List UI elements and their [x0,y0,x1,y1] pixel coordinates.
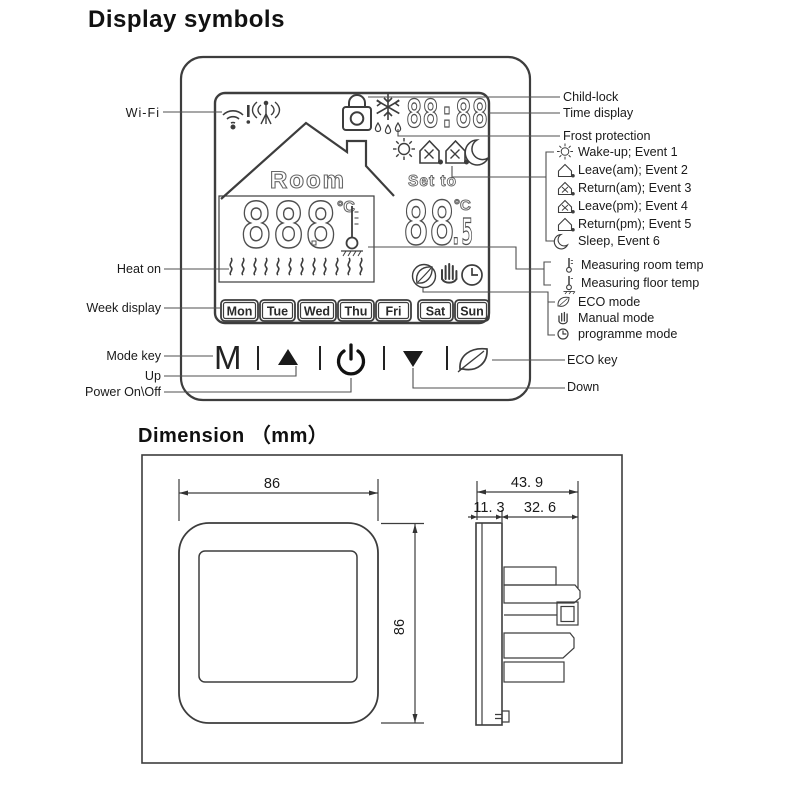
weekday-box: Fri [375,299,412,322]
weekday-box: Thu [337,299,375,322]
svg-text:Sat: Sat [426,305,446,319]
hand-icon [558,311,568,325]
front-width-dimension: 86 [178,476,379,521]
antenna-icon [251,100,281,125]
sleep-moon-icon [464,139,490,166]
front-view [178,522,379,724]
wake-up-icon [393,138,415,160]
label-event-6: Sleep, Event 6 [578,234,660,248]
label-wifi: Wi-Fi [126,106,160,120]
label-time-display: Time display [563,106,634,120]
house-icon [557,181,575,196]
label-up: Up [145,369,161,383]
decimal-point [311,240,317,246]
svg-text:11. 3: 11. 3 [473,500,504,516]
label-heat-on: Heat on [117,262,161,276]
label-eco-key: ECO key [567,353,618,367]
manual-mode-icon [441,263,458,284]
label-programme-mode: programme mode [578,327,677,341]
dimension-frame [141,454,623,764]
wifi-icon [222,105,251,130]
depth-dimensions: 43. 9 11. 3 32. 6 [468,475,579,588]
svg-text:43. 9: 43. 9 [511,475,543,491]
clock-icon [557,328,569,340]
eco-key-icon [457,347,488,373]
thermometer-icon [341,206,363,257]
label-frost-protection: Frost protection [563,129,651,143]
programme-mode-icon [461,264,483,286]
house-icon [557,163,575,178]
svg-text:Sun: Sun [460,305,484,319]
label-mode-key: Mode key [106,349,161,363]
lcd-display [213,91,491,325]
callout-lines-left [163,111,352,393]
thermostat-body [179,55,532,402]
front-height-dimension: 86 [381,522,424,724]
label-child-lock: Child-lock [563,90,619,104]
time-display: 88:88 [406,92,488,136]
svg-text:32. 6: 32. 6 [524,500,556,516]
svg-text:Mon: Mon [227,305,253,319]
label-room-temp: Measuring room temp [581,258,704,272]
set-temp-display: 88 [403,189,455,259]
room-temp-display: 888 [240,189,337,262]
floor-thermometer-icon [563,276,576,295]
set-temp-unit: °C [454,197,471,214]
svg-text:86: 86 [392,619,408,635]
weekday-box: Wed [297,299,337,322]
label-power: Power On\Off [85,385,162,399]
display-symbols-diagram: 88:88 Room 888 °C [85,55,704,402]
eco-mode-icon [411,263,437,289]
room-temp-unit: °C [337,199,355,216]
label-event-1: Wake-up; Event 1 [578,145,678,159]
weekday-box: Tue [259,299,296,322]
label-eco-mode: ECO mode [578,295,640,309]
weekday-box: Sun [454,299,490,322]
label-event-4: Leave(pm); Event 4 [578,199,688,213]
svg-text:Thu: Thu [345,305,368,319]
room-temp-frame [218,195,375,283]
dimension-diagram: 86 86 [141,454,623,764]
down-key-button [403,351,423,367]
label-down: Down [567,380,599,394]
mode-key-button: M [214,339,242,376]
house-event-icon [419,139,443,165]
weekday-box: Mon [220,299,259,322]
svg-text:Tue: Tue [267,305,288,319]
side-view [475,522,581,726]
label-event-5: Return(pm); Event 5 [578,217,691,231]
week-display: Mon Tue Wed Thu Fri [220,299,490,322]
house-event-icon [445,139,469,165]
eco-leaf-icon [557,296,570,307]
svg-text:Fri: Fri [386,305,402,319]
label-week-display: Week display [86,301,161,315]
label-event-2: Leave(am); Event 2 [578,163,688,177]
label-event-3: Return(am); Event 3 [578,181,691,195]
label-floor-temp: Measuring floor temp [581,276,699,290]
child-lock-icon [342,94,372,131]
label-manual-mode: Manual mode [578,311,654,325]
sun-icon [557,143,573,160]
power-key-button [336,343,366,376]
frost-protection-icon [374,94,402,135]
page-title: Display symbols [88,6,285,33]
house-icon [557,199,575,214]
set-to-label: Set to [408,173,457,190]
up-key-button [278,349,298,365]
house-outline [220,121,395,200]
moon-icon [553,233,569,250]
house-icon [557,217,575,232]
callout-lines-right [368,96,565,389]
dimension-title: Dimension （mm） [138,425,329,447]
svg-text:86: 86 [264,476,280,492]
svg-text:Wed: Wed [304,305,330,319]
room-thermometer-icon [566,258,573,273]
weekday-box: Sat [417,299,454,322]
room-label: Room [270,167,346,194]
